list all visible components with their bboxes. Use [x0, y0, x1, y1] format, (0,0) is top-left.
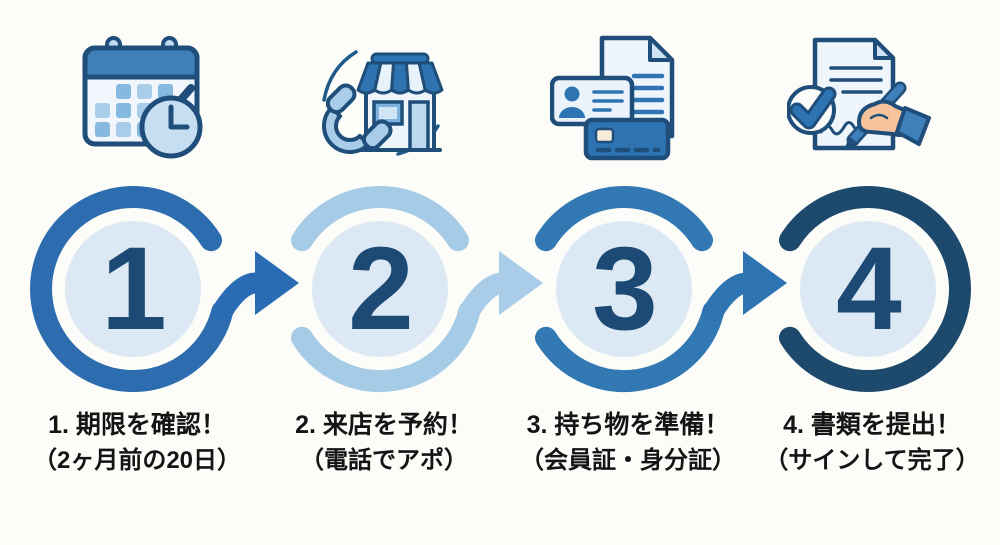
step-4-circle	[779, 186, 971, 392]
step-1-number: 1	[101, 223, 167, 355]
calendar-clock-icon	[65, 34, 215, 162]
step-2-ring-top	[291, 185, 469, 252]
sign-document-icon	[786, 34, 937, 162]
step-3-subtitle: （会員証・身分証）	[520, 447, 736, 474]
step-3-number: 3	[592, 223, 658, 355]
step-2-circle	[291, 185, 481, 393]
step-1-circle	[30, 186, 234, 392]
step-3-title: 3. 持ち物を準備！	[526, 411, 730, 439]
step-4-number: 4	[836, 223, 902, 355]
step-2-number: 2	[348, 223, 414, 355]
step-4-inner-circle	[800, 221, 936, 357]
step-2-title: 2. 来店を予約！	[295, 411, 473, 439]
arrow-1-to-2-icon	[211, 251, 299, 322]
step-2-inner-circle	[312, 221, 448, 357]
arrow-2-to-3-icon	[458, 251, 543, 322]
step-3-ring-bottom	[535, 300, 725, 393]
step-2-ring-bottom	[291, 300, 481, 393]
step-1-subtitle: （2ヶ月前の20日）	[32, 447, 242, 474]
documents-cards-icon	[549, 34, 700, 162]
step-1-ring	[30, 186, 234, 392]
step-4-subtitle: （サインして完了）	[764, 447, 980, 474]
step-2-subtitle: （電話でアポ）	[300, 447, 468, 474]
step-1-inner-circle	[65, 221, 201, 357]
step-1-title: 1. 期限を確認！	[48, 411, 226, 439]
step-4-ring	[779, 186, 971, 392]
step-3-inner-circle	[556, 221, 692, 357]
arrow-3-to-4-icon	[702, 251, 787, 322]
step-4-title: 4. 書類を提出！	[783, 411, 961, 439]
step-3-ring-top	[535, 185, 713, 252]
phone-store-icon	[310, 34, 460, 162]
step-3-circle	[535, 185, 725, 393]
